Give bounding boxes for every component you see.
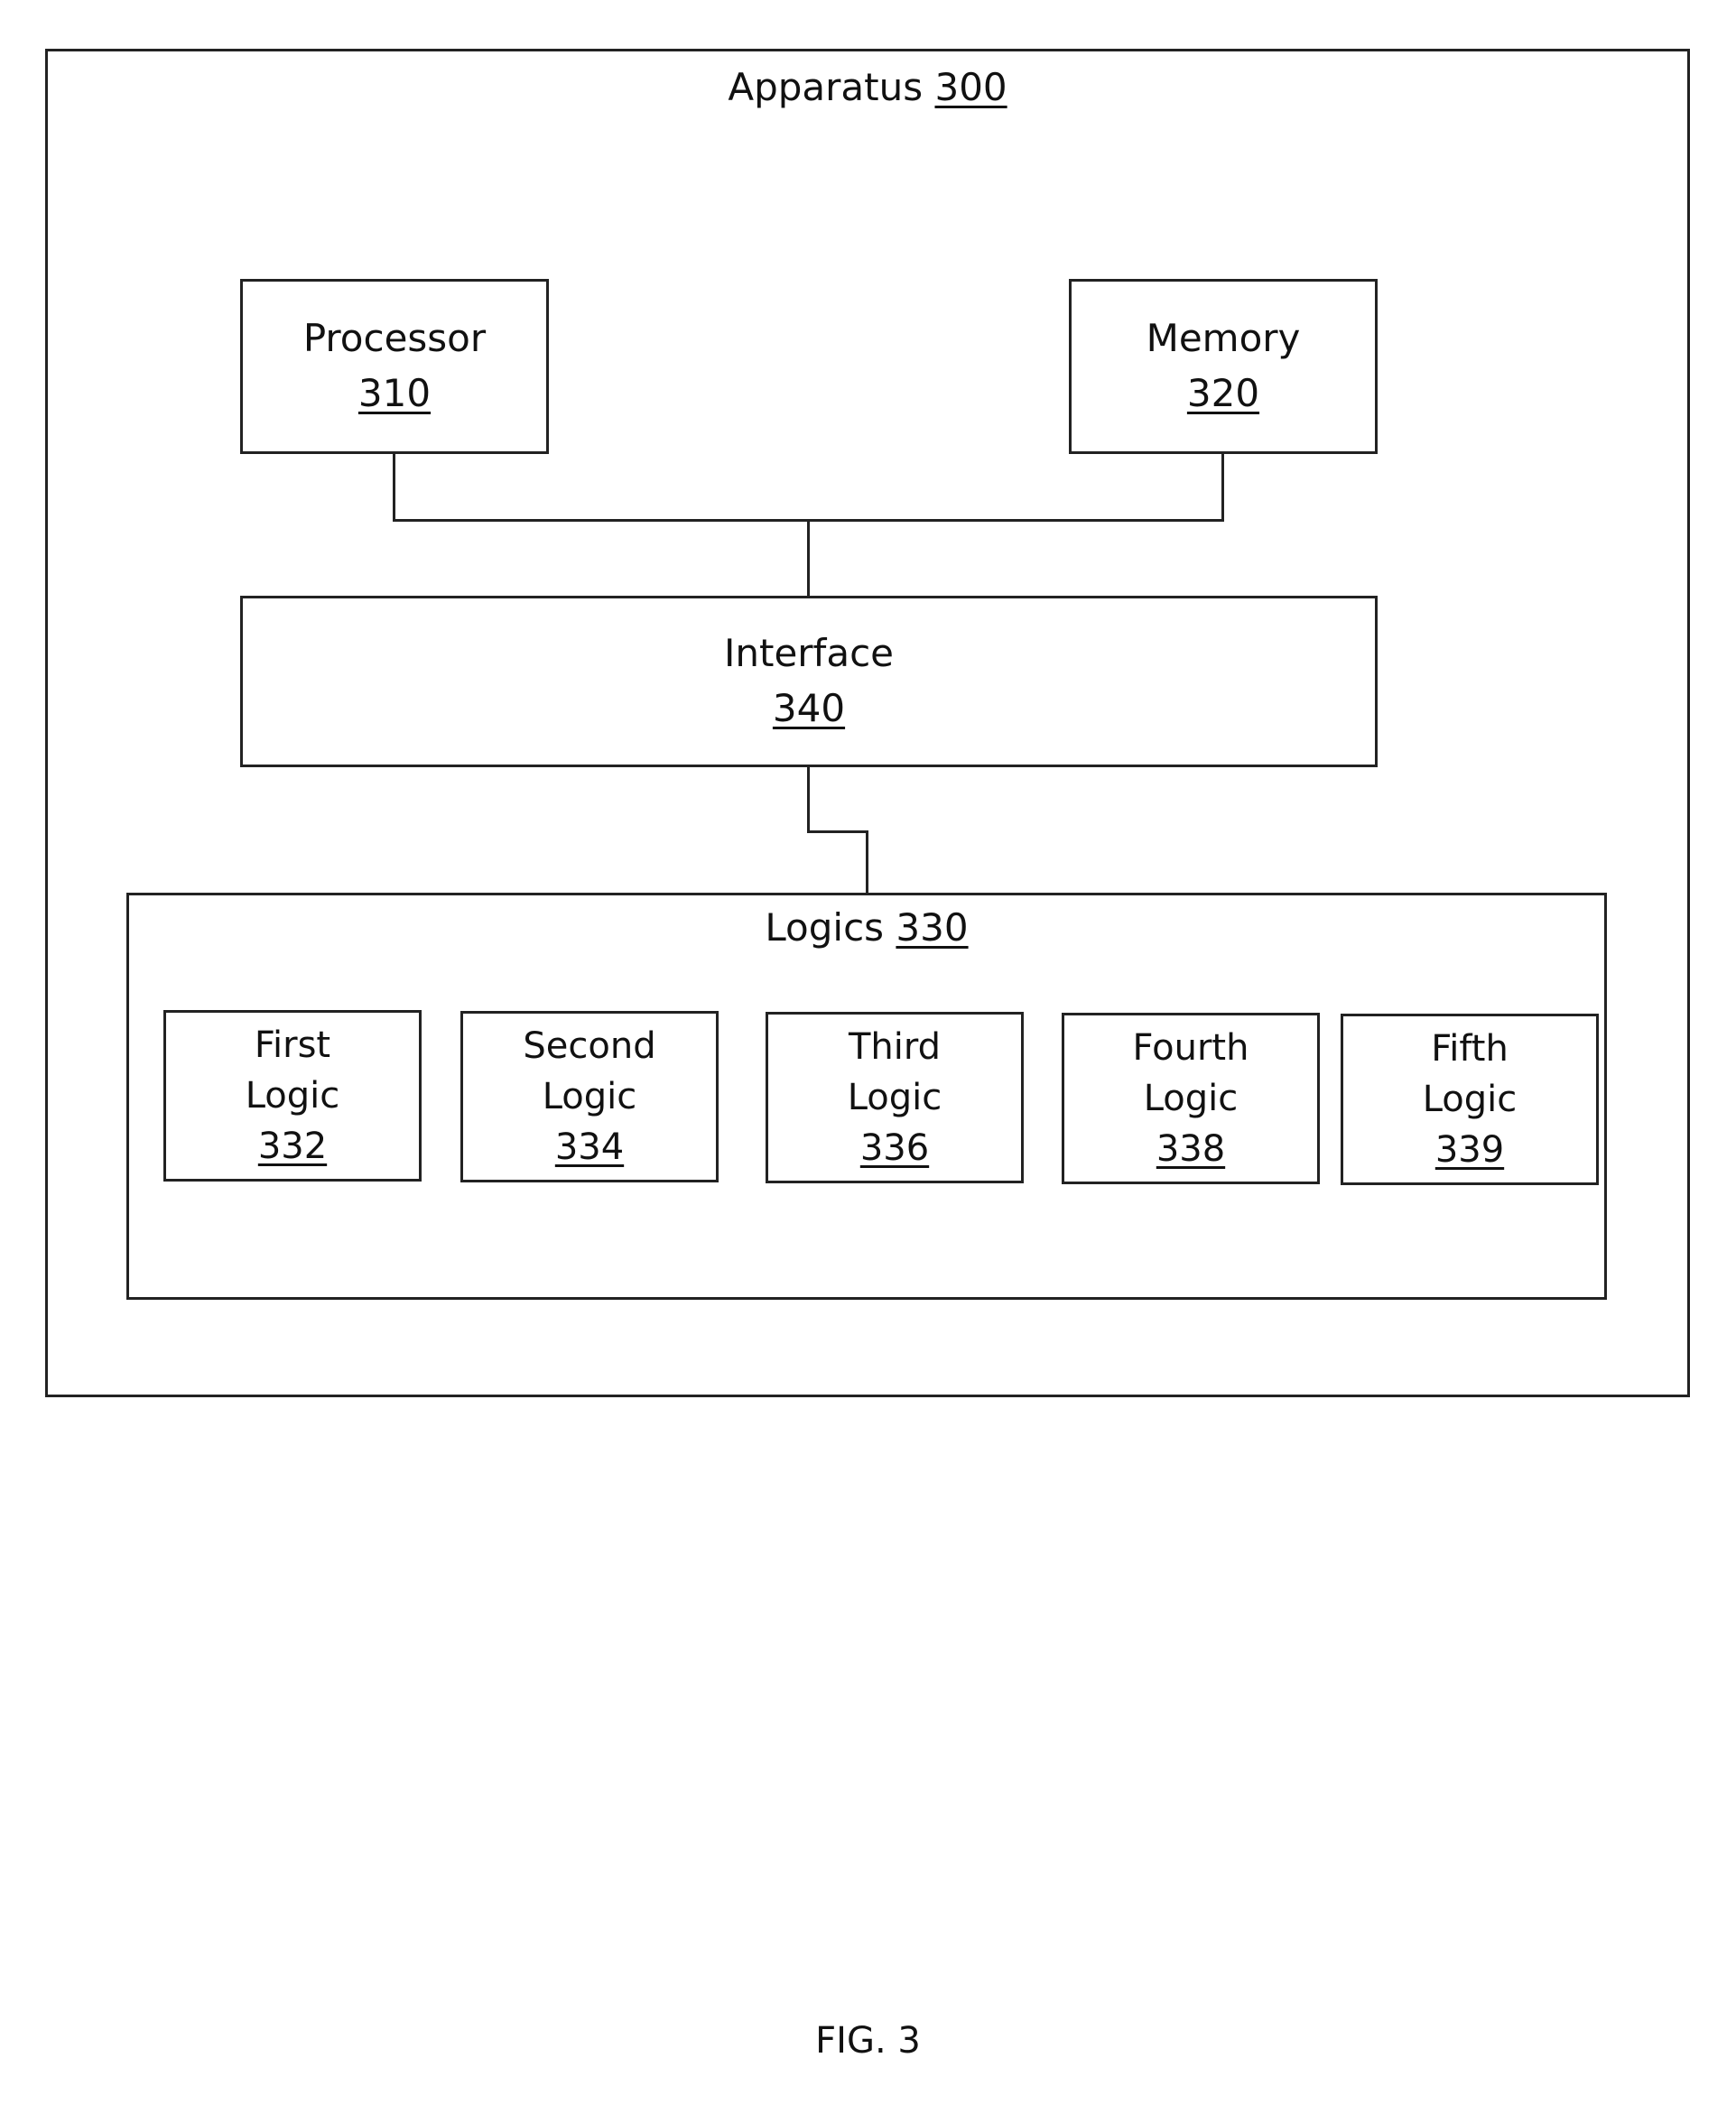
processor-ref: 310 — [358, 366, 431, 422]
third-logic-line2: Logic — [848, 1072, 942, 1123]
processor-box: Processor 310 — [240, 279, 549, 454]
fourth-logic-line2: Logic — [1144, 1073, 1239, 1124]
memory-ref: 320 — [1187, 366, 1259, 422]
fourth-logic-box: Fourth Logic 338 — [1062, 1013, 1320, 1184]
wire-bus-to-interface — [807, 519, 810, 598]
interface-ref: 340 — [773, 681, 845, 737]
third-logic-ref: 336 — [860, 1123, 929, 1173]
second-logic-label: Second Logic 334 — [463, 1014, 716, 1180]
wire-interface-down — [807, 766, 810, 833]
processor-name: Processor — [303, 311, 486, 366]
memory-box: Memory 320 — [1069, 279, 1378, 454]
third-logic-box: Third Logic 336 — [766, 1012, 1024, 1183]
first-logic-line2: Logic — [246, 1071, 340, 1121]
wire-to-logics — [866, 830, 868, 895]
second-logic-line2: Logic — [543, 1071, 637, 1122]
fourth-logic-line1: Fourth — [1133, 1023, 1249, 1073]
fifth-logic-ref: 339 — [1435, 1125, 1504, 1175]
figure-caption: FIG. 3 — [0, 2020, 1736, 2062]
fourth-logic-label: Fourth Logic 338 — [1064, 1015, 1317, 1182]
interface-box: Interface 340 — [240, 596, 1378, 767]
apparatus-ref: 300 — [934, 65, 1007, 109]
second-logic-line1: Second — [523, 1021, 655, 1071]
fifth-logic-box: Fifth Logic 339 — [1341, 1014, 1599, 1185]
interface-label: Interface 340 — [243, 598, 1375, 765]
third-logic-line1: Third — [849, 1022, 941, 1072]
first-logic-box: First Logic 332 — [163, 1010, 422, 1182]
apparatus-name: Apparatus — [728, 65, 923, 109]
wire-memory-down — [1221, 453, 1224, 522]
first-logic-label: First Logic 332 — [166, 1013, 419, 1179]
first-logic-line1: First — [255, 1020, 330, 1071]
wire-processor-down — [393, 453, 395, 522]
memory-label: Memory 320 — [1072, 282, 1375, 451]
processor-label: Processor 310 — [243, 282, 546, 451]
third-logic-label: Third Logic 336 — [768, 1015, 1021, 1181]
fifth-logic-line1: Fifth — [1431, 1024, 1509, 1074]
second-logic-box: Second Logic 334 — [460, 1011, 719, 1182]
fourth-logic-ref: 338 — [1156, 1124, 1225, 1174]
interface-name: Interface — [724, 626, 894, 681]
logics-ref: 330 — [896, 905, 968, 950]
memory-name: Memory — [1147, 311, 1301, 366]
logics-title: Logics 330 — [129, 901, 1604, 956]
second-logic-ref: 334 — [555, 1122, 624, 1172]
wire-interface-jog — [807, 830, 868, 833]
fifth-logic-label: Fifth Logic 339 — [1343, 1016, 1596, 1182]
apparatus-title: Apparatus 300 — [48, 60, 1687, 116]
logics-name: Logics — [765, 905, 884, 950]
fifth-logic-line2: Logic — [1423, 1074, 1518, 1125]
first-logic-ref: 332 — [258, 1121, 327, 1172]
